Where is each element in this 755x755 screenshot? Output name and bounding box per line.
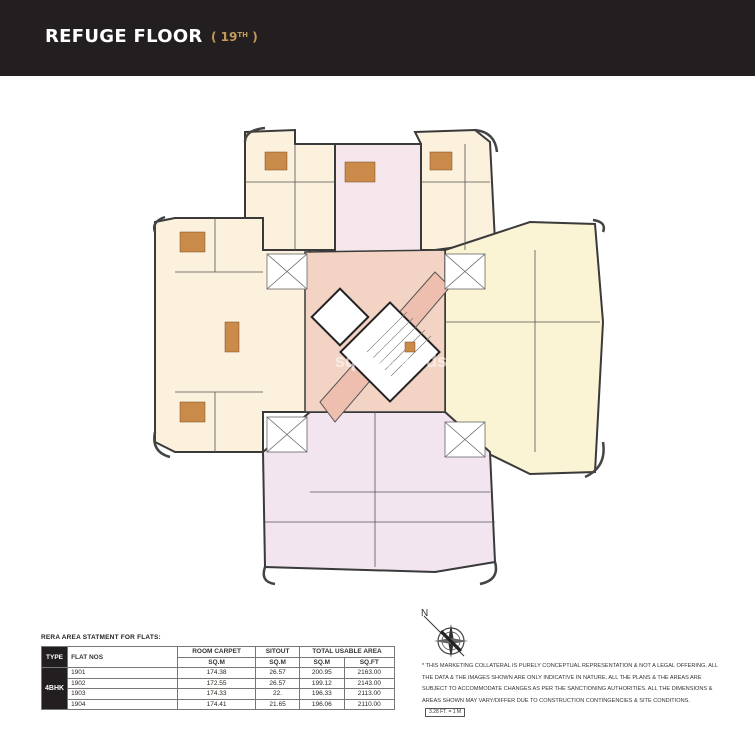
- floor-number: ( 19TH ): [211, 30, 258, 44]
- type-value: 4BHK: [40, 667, 69, 710]
- carpet-value: 172.55: [177, 677, 257, 689]
- unit-total-sqm: SQ.M: [299, 656, 345, 668]
- disclaimer-text: * This marketing collateral is purely co…: [422, 661, 722, 719]
- total-sqm-value: 196.33: [299, 688, 345, 700]
- table-row: 1904 174.41 21.65 196.06 2110.00: [42, 698, 396, 710]
- carpet-value: 174.41: [177, 698, 257, 710]
- page-header: REFUGE FLOOR ( 19TH ): [0, 0, 755, 76]
- floor-plan: square yards: [152, 126, 606, 586]
- unit-total-sqft: SQ.FT: [343, 656, 396, 668]
- total-sqft-value: 2110.00: [343, 698, 396, 710]
- compass-north-label: N: [421, 608, 429, 619]
- table-row: 4BHK 1901 174.38 26.57 200.95 2163.00: [40, 667, 396, 710]
- facade-curves: [152, 126, 606, 586]
- flat-no: 1904: [67, 698, 179, 710]
- header-sitout: SITOUT: [255, 646, 301, 658]
- total-sqm-value: 196.06: [299, 698, 345, 710]
- header-total-usable: TOTAL USABLE AREA: [299, 646, 395, 658]
- carpet-value: 174.33: [177, 688, 257, 700]
- sitout-value: 26.57: [255, 667, 301, 679]
- total-sqm-value: 200.95: [299, 667, 345, 679]
- disclaimer-body: * This marketing collateral is purely co…: [422, 663, 718, 704]
- lift-core: [310, 287, 441, 403]
- header-room-carpet: ROOM CARPET: [177, 646, 257, 658]
- table-header-row: TYPE FLAT NOS ROOM CARPET SITOUT TOTAL U…: [40, 646, 395, 668]
- light-wells: [266, 253, 486, 458]
- flat-no: 1901: [67, 667, 179, 679]
- header-flat-nos: FLAT NOS: [67, 646, 179, 668]
- total-sqft-value: 2113.00: [343, 688, 396, 700]
- floor-number-value: 19: [220, 30, 238, 44]
- room-partitions: [175, 144, 600, 567]
- total-sqft-value: 2143.00: [343, 677, 396, 689]
- flat-no: 1903: [67, 688, 179, 700]
- rera-table-title: RERA AREA STATMENT FOR FLATS:: [41, 634, 161, 641]
- floor-suffix: TH: [237, 31, 249, 39]
- sitout-value: 26.57: [255, 677, 301, 689]
- header-type: TYPE: [40, 646, 69, 668]
- unit-sitout-sqm: SQ.M: [255, 656, 301, 668]
- table-row: 1902 172.55 26.57 199.12 2143.00: [42, 677, 396, 689]
- carpet-value: 174.38: [177, 667, 257, 679]
- total-sqm-value: 199.12: [299, 677, 345, 689]
- page-title: REFUGE FLOOR: [45, 26, 203, 47]
- sitout-value: 21.65: [255, 698, 301, 710]
- scale-label: 3.28 FT. = 1 M: [425, 708, 466, 717]
- plan-watermark: square yards: [335, 351, 447, 371]
- sitout-value: 22.: [255, 688, 301, 700]
- unit-carpet-sqm: SQ.M: [177, 656, 257, 668]
- compass-icon: [423, 615, 468, 658]
- furniture: [179, 151, 453, 423]
- flat-no: 1902: [67, 677, 179, 689]
- table-row: 1903 174.33 22. 196.33 2113.00: [42, 688, 396, 700]
- total-sqft-value: 2163.00: [343, 667, 396, 679]
- rera-area-table: TYPE FLAT NOS ROOM CARPET SITOUT TOTAL U…: [40, 646, 396, 710]
